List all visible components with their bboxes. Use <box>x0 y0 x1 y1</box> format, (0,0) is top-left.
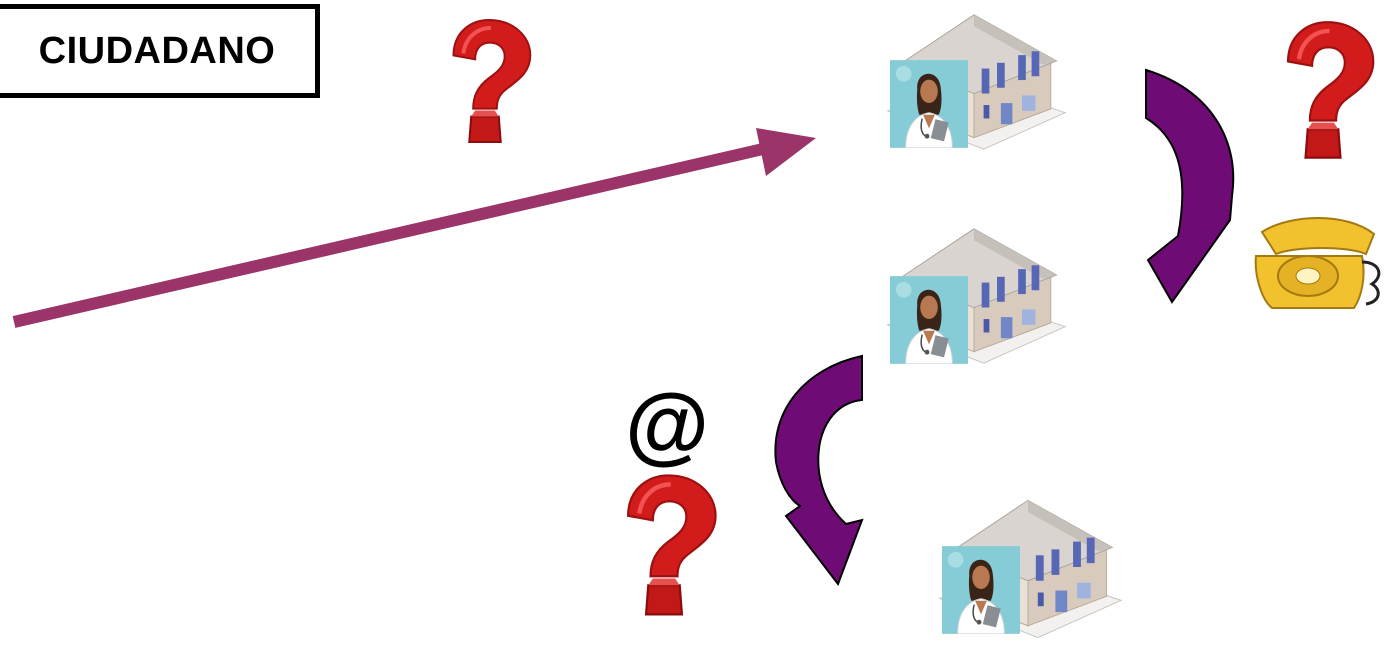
question-mark-icon <box>453 20 530 142</box>
doctor-icon <box>942 546 1020 634</box>
curved-arrow-right <box>1146 70 1233 302</box>
citizen-label-text: CIUDADANO <box>39 30 276 73</box>
question-mark-icon <box>628 475 715 614</box>
rotary-telephone-icon <box>1256 218 1379 308</box>
email-at-icon: @ <box>622 380 712 470</box>
question-mark-icon <box>1288 22 1373 157</box>
health-center-bottom <box>940 500 1121 637</box>
health-center-top <box>888 15 1066 149</box>
doctor-icon <box>890 276 968 364</box>
curved-arrow-left <box>775 356 862 584</box>
health-center-middle <box>888 229 1066 364</box>
citizen-label: CIUDADANO <box>0 4 320 98</box>
doctor-icon <box>890 60 968 148</box>
main-arrow <box>14 128 816 322</box>
